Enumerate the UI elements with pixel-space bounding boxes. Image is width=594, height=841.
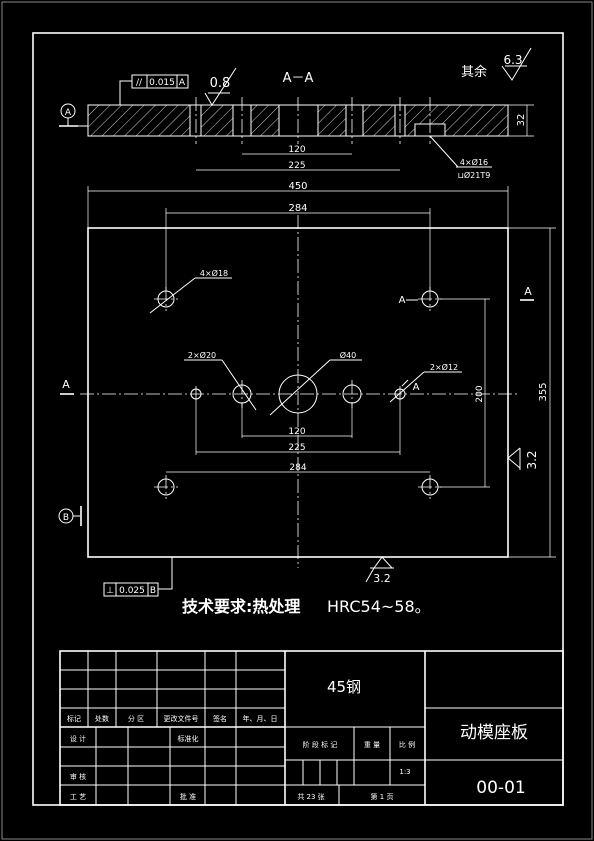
header-date: 年、月、日 bbox=[243, 714, 278, 723]
review-label: 审 核 bbox=[70, 772, 86, 781]
svg-text:Ø40: Ø40 bbox=[340, 350, 356, 360]
svg-text:A: A bbox=[179, 78, 186, 88]
section-view bbox=[87, 97, 509, 144]
total-sheets: 共 23 张 bbox=[297, 792, 324, 801]
material-text: 45钢 bbox=[327, 678, 361, 696]
parallelism-tolerance-frame: // 0.015 A bbox=[119, 74, 189, 105]
svg-text:6.3: 6.3 bbox=[503, 53, 522, 67]
part-name-text: 动模座板 bbox=[460, 723, 528, 743]
tech-requirements-label: 技术要求:热处理 bbox=[182, 597, 300, 616]
header-zone: 分 区 bbox=[128, 714, 144, 723]
svg-text:200: 200 bbox=[475, 385, 485, 402]
section-dim-225: 225 bbox=[196, 161, 400, 171]
perpendicularity-tolerance-frame: ⊥ 0.025 B bbox=[103, 557, 173, 597]
hole-18-tl bbox=[154, 287, 178, 311]
svg-text:284: 284 bbox=[288, 203, 307, 214]
cut-mark-mid: A bbox=[401, 379, 420, 393]
svg-text:355: 355 bbox=[538, 382, 549, 401]
svg-text:32: 32 bbox=[516, 114, 527, 127]
remaining-roughness-label: 其余 bbox=[461, 64, 487, 80]
dim-200: 200 bbox=[438, 298, 490, 488]
cut-mark-right: A bbox=[520, 285, 534, 301]
svg-text:A: A bbox=[62, 378, 70, 391]
svg-text:B: B bbox=[150, 586, 156, 596]
approve-label: 批 准 bbox=[180, 792, 196, 801]
scale-label: 比 例 bbox=[399, 740, 415, 749]
drawing-number-text: 00-01 bbox=[476, 778, 525, 798]
svg-text:A: A bbox=[65, 108, 72, 118]
svg-text:A: A bbox=[524, 285, 532, 298]
svg-text:B: B bbox=[63, 513, 69, 523]
svg-text:4×Ø18: 4×Ø18 bbox=[200, 268, 228, 278]
datum-b-symbol: B bbox=[58, 506, 82, 526]
callout-2x20: 2×Ø20 bbox=[184, 350, 257, 411]
standardize-label: 标准化 bbox=[178, 734, 199, 743]
svg-text:0.8: 0.8 bbox=[210, 76, 231, 91]
thickness-dimension: 32 bbox=[508, 104, 534, 137]
svg-text:3.2: 3.2 bbox=[373, 572, 391, 585]
plan-dim-284: 284 bbox=[166, 463, 430, 473]
dim-450: 450 bbox=[87, 181, 509, 228]
header-mark: 标记 bbox=[67, 714, 81, 723]
hole-40-center bbox=[278, 374, 318, 414]
svg-text:225: 225 bbox=[288, 443, 305, 453]
counterbore-callout: 4×Ø16 ⊔Ø21T9 bbox=[429, 135, 492, 180]
svg-text:3.2: 3.2 bbox=[525, 450, 539, 469]
stage-label: 阶 段 标 记 bbox=[303, 740, 338, 749]
plan-dim-120: 120 bbox=[241, 403, 353, 438]
section-dim-120: 120 bbox=[242, 145, 352, 155]
designer-label: 设 计 bbox=[70, 734, 86, 743]
sheet-number: 第 1 页 bbox=[371, 792, 394, 801]
svg-text:2×Ø12: 2×Ø12 bbox=[430, 362, 458, 372]
hole-18-bl bbox=[154, 475, 178, 499]
cut-mark-top: A bbox=[399, 295, 418, 306]
dim-284-top: 284 bbox=[165, 203, 431, 290]
callout-40: Ø40 bbox=[269, 350, 362, 416]
cut-mark-left: A bbox=[60, 378, 74, 395]
svg-text:284: 284 bbox=[289, 463, 306, 473]
header-change-doc: 更改文件号 bbox=[164, 714, 199, 723]
weight-label: 重 量 bbox=[364, 741, 380, 749]
svg-text:⊔Ø21T9: ⊔Ø21T9 bbox=[458, 170, 491, 180]
dim-355: 355 bbox=[508, 227, 556, 558]
svg-text:120: 120 bbox=[288, 145, 305, 155]
svg-text:0.015: 0.015 bbox=[149, 78, 175, 88]
scale-value: 1:3 bbox=[399, 768, 410, 776]
svg-text://: // bbox=[136, 78, 143, 88]
section-roughness-symbol: 0.8 bbox=[204, 67, 237, 106]
svg-text:120: 120 bbox=[288, 427, 305, 437]
bottom-roughness-symbol: 3.2 bbox=[365, 556, 394, 585]
svg-text:2×Ø20: 2×Ø20 bbox=[188, 350, 216, 360]
datum-a-symbol: A bbox=[59, 103, 88, 127]
callout-2x12: 2×Ø12 bbox=[389, 362, 462, 403]
remaining-roughness-symbol: 6.3 bbox=[501, 47, 532, 81]
process-label: 工 艺 bbox=[70, 793, 86, 801]
tech-requirements-value: HRC54~58。 bbox=[327, 597, 431, 616]
title-block bbox=[59, 650, 564, 806]
callout-4x18: 4×Ø18 bbox=[149, 268, 232, 314]
side-roughness-symbol: 3.2 bbox=[507, 447, 539, 470]
svg-text:A: A bbox=[399, 295, 406, 306]
section-label: A－A bbox=[283, 71, 314, 86]
svg-text:0.025: 0.025 bbox=[119, 586, 145, 596]
svg-text:⊥: ⊥ bbox=[106, 586, 114, 596]
svg-text:225: 225 bbox=[288, 161, 305, 171]
svg-text:4×Ø16: 4×Ø16 bbox=[460, 157, 488, 167]
plan-dim-225: 225 bbox=[195, 399, 401, 455]
svg-text:A: A bbox=[413, 382, 420, 393]
svg-text:450: 450 bbox=[288, 181, 307, 192]
header-count: 处数 bbox=[95, 714, 109, 723]
header-signature: 签名 bbox=[213, 714, 227, 723]
